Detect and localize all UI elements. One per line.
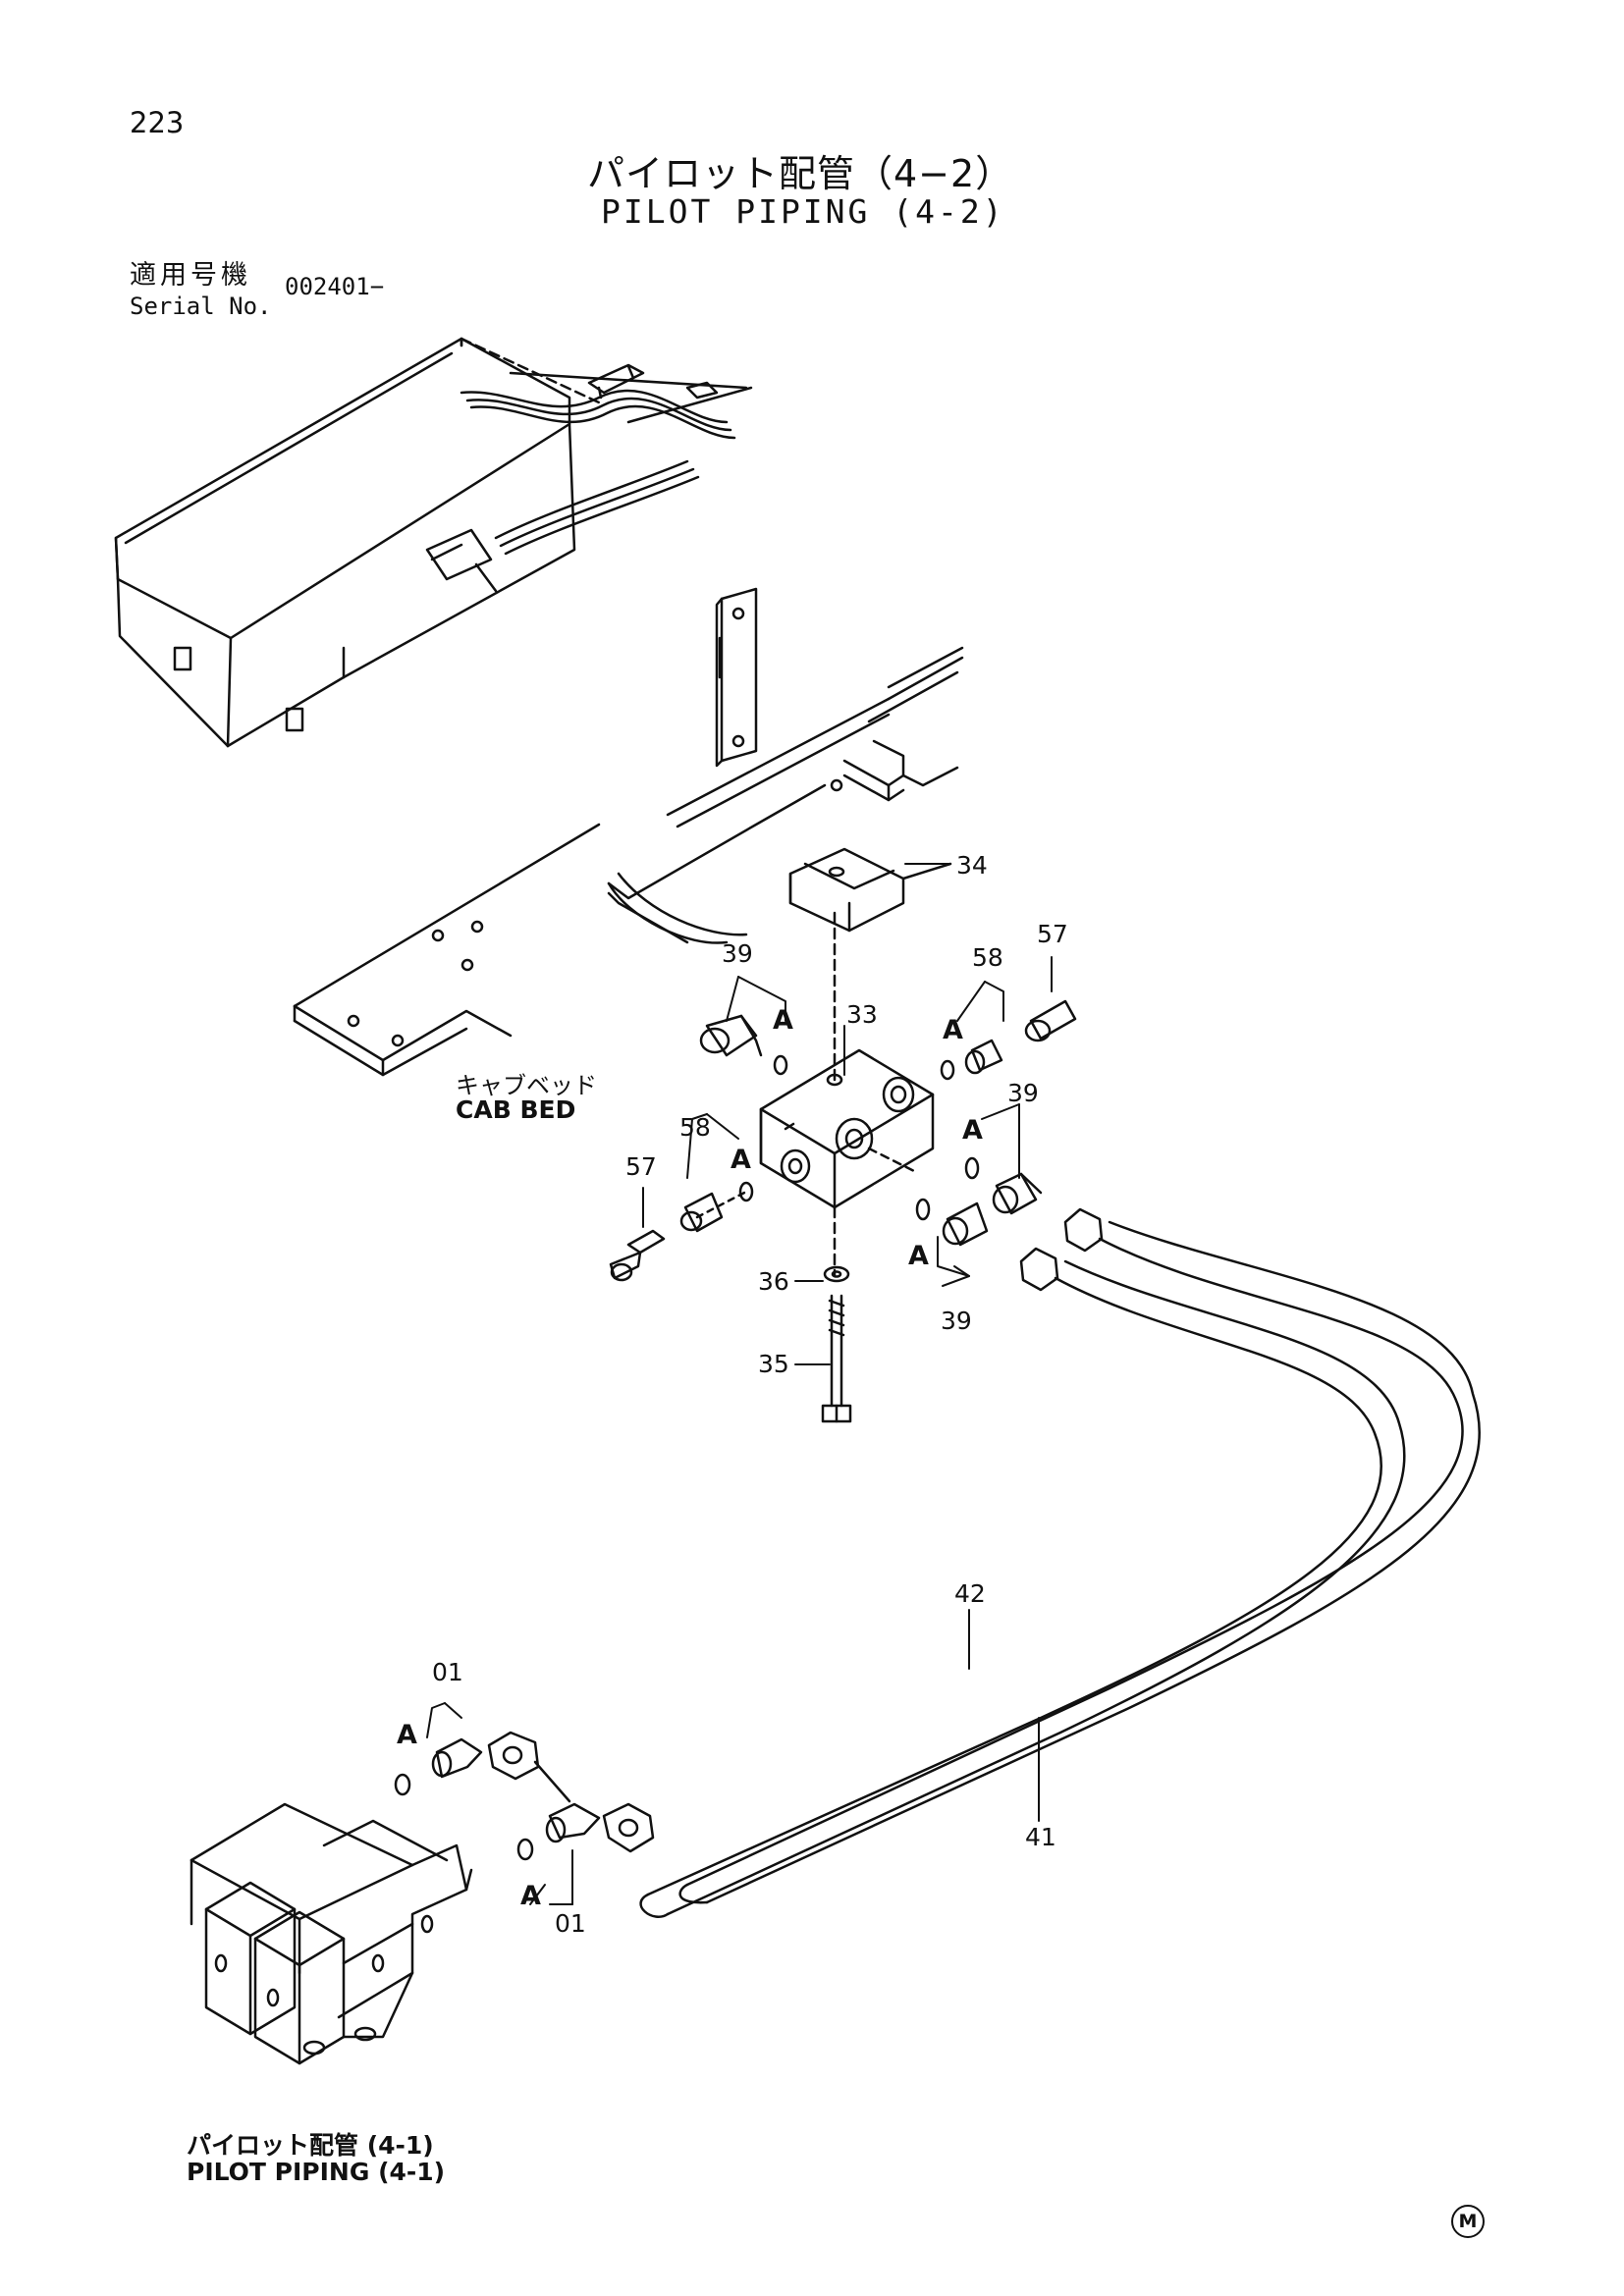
callout-33: 33 <box>846 1000 878 1029</box>
callout-57-upper: 57 <box>1037 920 1068 948</box>
callout-39-right: 39 <box>1007 1079 1039 1107</box>
publisher-mark: M <box>1451 2205 1485 2238</box>
callout-58-left: 58 <box>679 1113 711 1142</box>
leader-lines <box>426 863 1053 1905</box>
callout-42: 42 <box>954 1579 986 1608</box>
callout-41: 41 <box>1025 1823 1056 1851</box>
fittings-01-bottom <box>394 1731 655 1861</box>
mark-a-right: A <box>962 1115 983 1146</box>
part-34-clamp <box>788 847 952 933</box>
cab-bed-label-english: CAB BED <box>456 1095 576 1124</box>
callout-57-left: 57 <box>625 1152 657 1181</box>
part-33-valve-block <box>759 1048 935 1209</box>
callout-36: 36 <box>758 1267 789 1296</box>
fitting-39-upper-left <box>699 1014 788 1076</box>
bolt-and-washer <box>821 1265 852 1423</box>
controller-box <box>114 337 753 748</box>
cab-bed-label-japanese: キャブベッド <box>456 1072 597 1099</box>
bracket-post <box>715 587 758 768</box>
serial-label-english: Serial No. <box>130 293 272 320</box>
serial-label-japanese: 適用号機 <box>130 260 251 291</box>
title-japanese: パイロット配管（4−2） <box>587 152 1014 195</box>
mark-a-bottom-upper: A <box>397 1720 417 1750</box>
callout-35: 35 <box>758 1350 789 1378</box>
callout-58-upper: 58 <box>972 943 1003 972</box>
cab-bed-frame <box>293 646 964 1077</box>
wire-harness <box>425 363 736 593</box>
fittings-39-right <box>915 1156 1043 1247</box>
reference-label-japanese: パイロット配管 (4-1) <box>187 2131 434 2160</box>
pilot-valve-assembly <box>189 1802 473 2065</box>
callout-39-upper: 39 <box>722 939 753 968</box>
reference-label-english: PILOT PIPING (4-1) <box>187 2158 446 2186</box>
serial-number-value: 002401− <box>285 273 385 300</box>
part-callouts: 34 33 39 57 58 39 58 57 36 39 35 42 41 0… <box>432 851 1068 1938</box>
fittings-upper-right <box>940 999 1077 1081</box>
callout-01-upper: 01 <box>432 1658 463 1686</box>
mark-a-lower: A <box>908 1241 929 1271</box>
mark-a-bottom-lower: A <box>520 1881 541 1911</box>
page-number: 223 <box>130 106 185 139</box>
connection-marks: A A A A A A A <box>397 1005 983 1911</box>
mark-a-left: A <box>731 1145 751 1175</box>
mark-a-upper-left: A <box>773 1005 793 1036</box>
hoses <box>639 1207 1481 1918</box>
title-english: PILOT PIPING (4-2) <box>601 192 1005 231</box>
callout-39-lower: 39 <box>941 1307 972 1335</box>
callout-34: 34 <box>956 851 988 880</box>
mark-a-upper-right: A <box>943 1015 963 1045</box>
callout-01-lower: 01 <box>555 1909 586 1938</box>
fittings-left <box>609 1181 754 1282</box>
